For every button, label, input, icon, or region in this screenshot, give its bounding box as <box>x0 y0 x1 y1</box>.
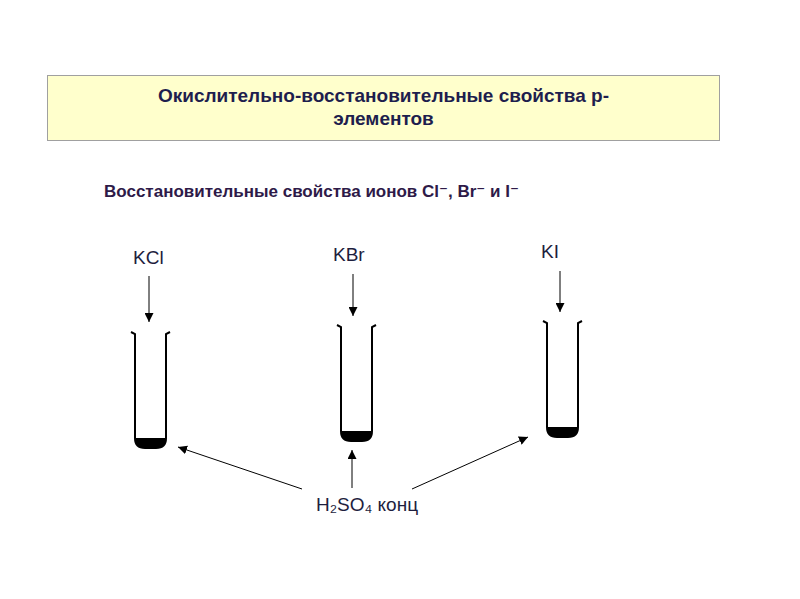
title-band: Окислительно-восстановительные свойства … <box>47 75 720 141</box>
reagent-label: H₂SO₄ конц <box>316 494 418 516</box>
reagent-label: KCl <box>133 247 164 269</box>
reagent-label: KI <box>541 241 559 263</box>
leader-arrow <box>149 271 560 489</box>
test-tube <box>131 321 582 448</box>
reagent-label: KBr <box>333 244 365 266</box>
title-text: Окислительно-восстановительные свойства … <box>114 81 654 135</box>
subtitle: Восстановительные свойства ионов Cl⁻, Br… <box>104 181 519 202</box>
